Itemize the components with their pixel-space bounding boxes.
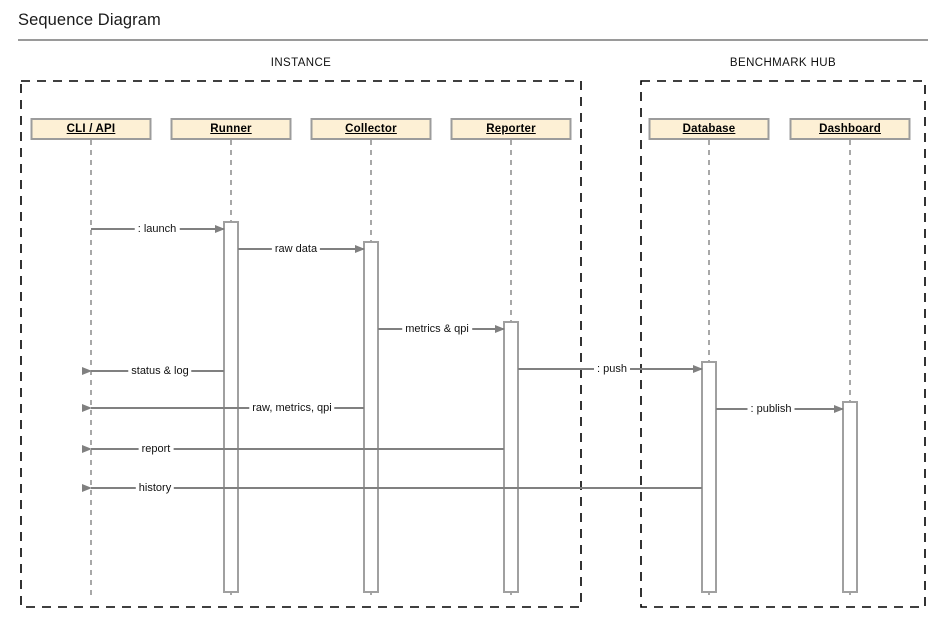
- message-label-raw-metrics-qpi: raw, metrics, qpi: [249, 402, 335, 414]
- group-frame-benchmark-hub: [640, 80, 926, 608]
- activation-bar-collector: [363, 241, 379, 593]
- message-label-history: history: [135, 482, 175, 494]
- lifeline-label-cli-api: CLI / API: [66, 123, 116, 135]
- message-label-metrics-qpi: metrics & qpi: [402, 323, 472, 335]
- message-label-raw-data: raw data: [271, 243, 321, 255]
- group-label-benchmark-hub: BENCHMARK HUB: [729, 57, 837, 69]
- messages-layer: [82, 225, 844, 492]
- activation-bar-dashboard: [842, 401, 858, 593]
- lifeline-label-reporter: Reporter: [486, 123, 536, 135]
- lifeline-header-dashboard[interactable]: Dashboard: [789, 118, 911, 140]
- message-label-launch: : launch: [134, 223, 180, 235]
- lifeline-header-runner[interactable]: Runner: [170, 118, 292, 140]
- activation-bar-reporter: [503, 321, 519, 593]
- message-label-report: report: [138, 443, 174, 455]
- title-divider: [18, 39, 928, 41]
- activation-bar-database: [701, 361, 717, 593]
- lifeline-label-database: Database: [682, 123, 736, 135]
- message-label-push: : push: [594, 363, 630, 375]
- activations-layer: [223, 221, 858, 593]
- group-label-instance: INSTANCE: [270, 57, 332, 69]
- lifeline-label-collector: Collector: [345, 123, 397, 135]
- message-label-publish: : publish: [747, 403, 795, 415]
- lifeline-label-dashboard: Dashboard: [819, 123, 881, 135]
- lifeline-header-cli-api[interactable]: CLI / API: [30, 118, 152, 140]
- lifeline-header-collector[interactable]: Collector: [310, 118, 432, 140]
- page-title: Sequence Diagram: [18, 11, 161, 29]
- group-frames-layer: [20, 80, 926, 608]
- group-frame-instance: [20, 80, 582, 608]
- lifeline-label-runner: Runner: [210, 123, 252, 135]
- lifeline-header-database[interactable]: Database: [648, 118, 770, 140]
- lifeline-header-reporter[interactable]: Reporter: [450, 118, 572, 140]
- message-label-status-log: status & log: [128, 365, 192, 377]
